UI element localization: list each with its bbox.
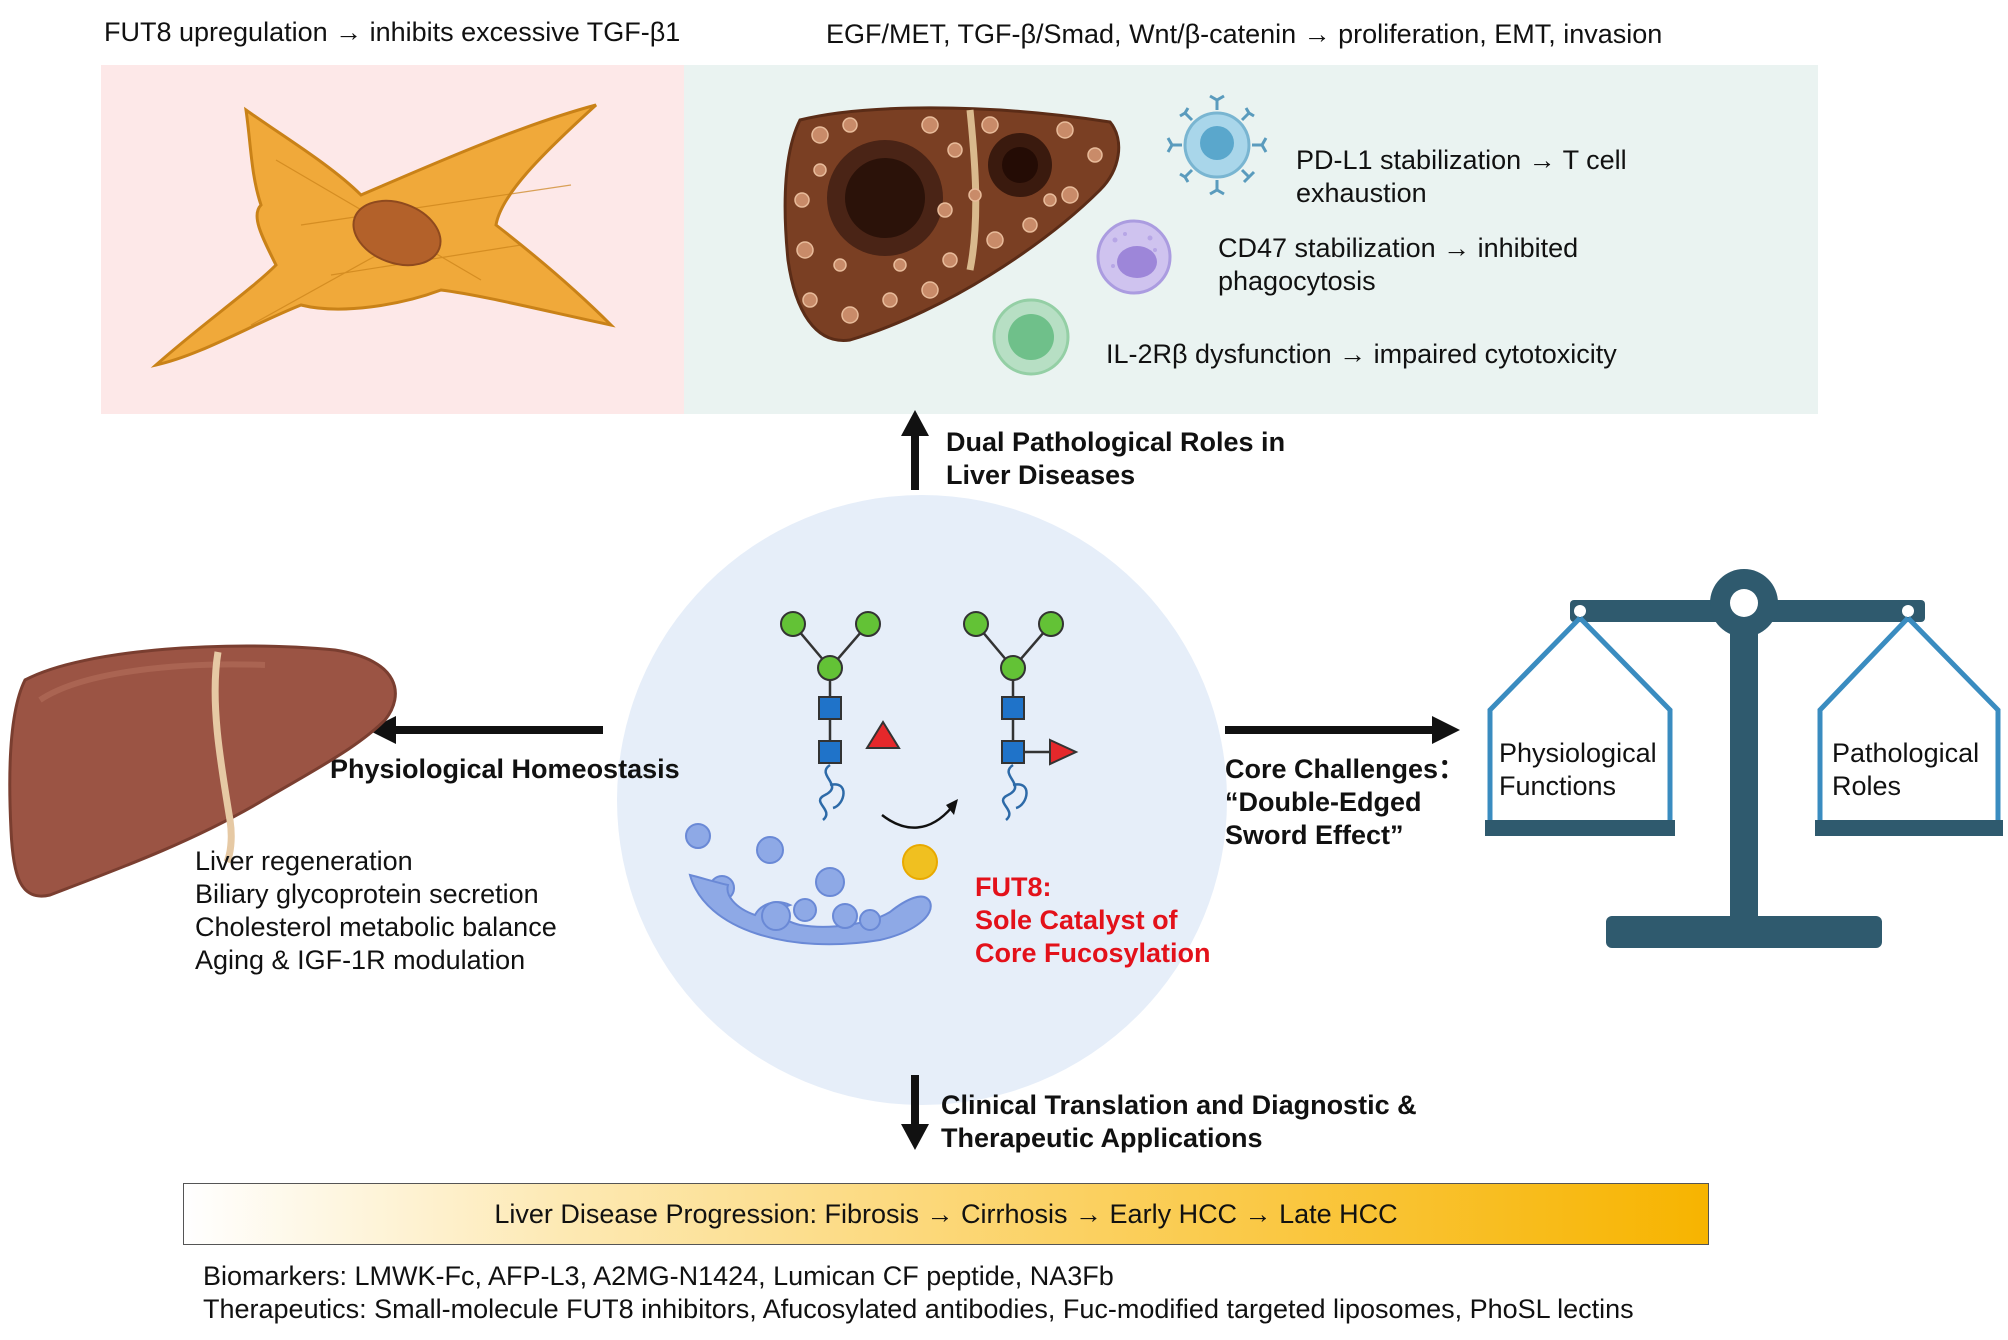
il2rb-text: IL-2Rβ dysfunction → impaired cytotoxici… bbox=[1106, 339, 1617, 369]
macrophage-icon bbox=[1096, 219, 1172, 295]
cd47-text-line2: phagocytosis bbox=[1218, 266, 1376, 296]
balance-scale-icon bbox=[1485, 569, 2003, 948]
stellate-cell-icon bbox=[150, 103, 616, 368]
core-challenges-line1: Core Challenges： bbox=[1225, 754, 1466, 784]
fut8-center-circle bbox=[617, 495, 1227, 1105]
cd47-text-line1: CD47 stabilization → inhibited bbox=[1218, 233, 1579, 263]
scale-right-label-line2: Roles bbox=[1832, 771, 1902, 801]
pdl1-text-line2: exhaustion bbox=[1296, 178, 1427, 208]
golgi-apparatus-icon bbox=[685, 823, 938, 946]
left-arrow bbox=[368, 716, 603, 744]
homeostasis-item: Cholesterol metabolic balance bbox=[195, 912, 557, 942]
core-challenges-line2: “Double-Edged bbox=[1225, 787, 1422, 817]
dual-roles-label-line1: Dual Pathological Roles in bbox=[946, 427, 1286, 457]
homeostasis-item: Aging & IGF-1R modulation bbox=[195, 945, 526, 975]
fucose-triangle-icon bbox=[865, 720, 901, 749]
clinical-label-line2: Therapeutic Applications bbox=[941, 1123, 1263, 1153]
scale-right-label-line1: Pathological bbox=[1832, 738, 1980, 768]
disease-progression-bar: Liver Disease Progression: Fibrosis → Ci… bbox=[183, 1183, 1709, 1245]
fibrosis-caption: FUT8 upregulation → inhibits excessive T… bbox=[104, 17, 681, 47]
nk-cell-icon bbox=[992, 298, 1070, 376]
homeostasis-label: Physiological Homeostasis bbox=[330, 754, 680, 784]
right-arrow bbox=[1225, 716, 1460, 744]
hcc-pathways-caption: EGF/MET, TGF-β/Smad, Wnt/β-catenin → pro… bbox=[826, 19, 1663, 49]
down-arrow bbox=[901, 1075, 929, 1150]
t-cell-icon bbox=[1166, 94, 1268, 196]
dual-roles-label-line2: Liver Diseases bbox=[946, 460, 1136, 490]
glycan-unfucosylated-icon bbox=[780, 611, 881, 821]
scale-left-label-line2: Functions bbox=[1499, 771, 1617, 801]
biomarkers-text: Biomarkers: LMWK-Fc, AFP-L3, A2MG-N1424,… bbox=[203, 1261, 1114, 1291]
homeostasis-item: Biliary glycoprotein secretion bbox=[195, 879, 539, 909]
homeostasis-item: Liver regeneration bbox=[195, 846, 413, 876]
glycan-core-fucosylated-icon bbox=[963, 611, 1079, 821]
pdl1-text-line1: PD-L1 stabilization → T cell bbox=[1296, 145, 1627, 175]
clinical-label-line1: Clinical Translation and Diagnostic & bbox=[941, 1090, 1417, 1120]
fut8-label-line3: Core Fucosylation bbox=[975, 938, 1211, 968]
scale-left-label-line1: Physiological bbox=[1499, 738, 1657, 768]
core-challenges-line3: Sword Effect” bbox=[1225, 820, 1404, 850]
homeostasis-list: Liver regeneration Biliary glycoprotein … bbox=[195, 845, 557, 977]
disease-progression-text: Liver Disease Progression: Fibrosis → Ci… bbox=[494, 1198, 1398, 1229]
healthy-liver-icon bbox=[8, 644, 397, 898]
fut8-label-line2: Sole Catalyst of bbox=[975, 905, 1178, 935]
fut8-label-line1: FUT8: bbox=[975, 872, 1052, 902]
cirrhotic-liver-icon bbox=[783, 106, 1121, 342]
therapeutics-text: Therapeutics: Small-molecule FUT8 inhibi… bbox=[203, 1294, 1634, 1324]
up-arrow bbox=[901, 410, 929, 490]
reaction-arrow-icon bbox=[881, 799, 958, 829]
